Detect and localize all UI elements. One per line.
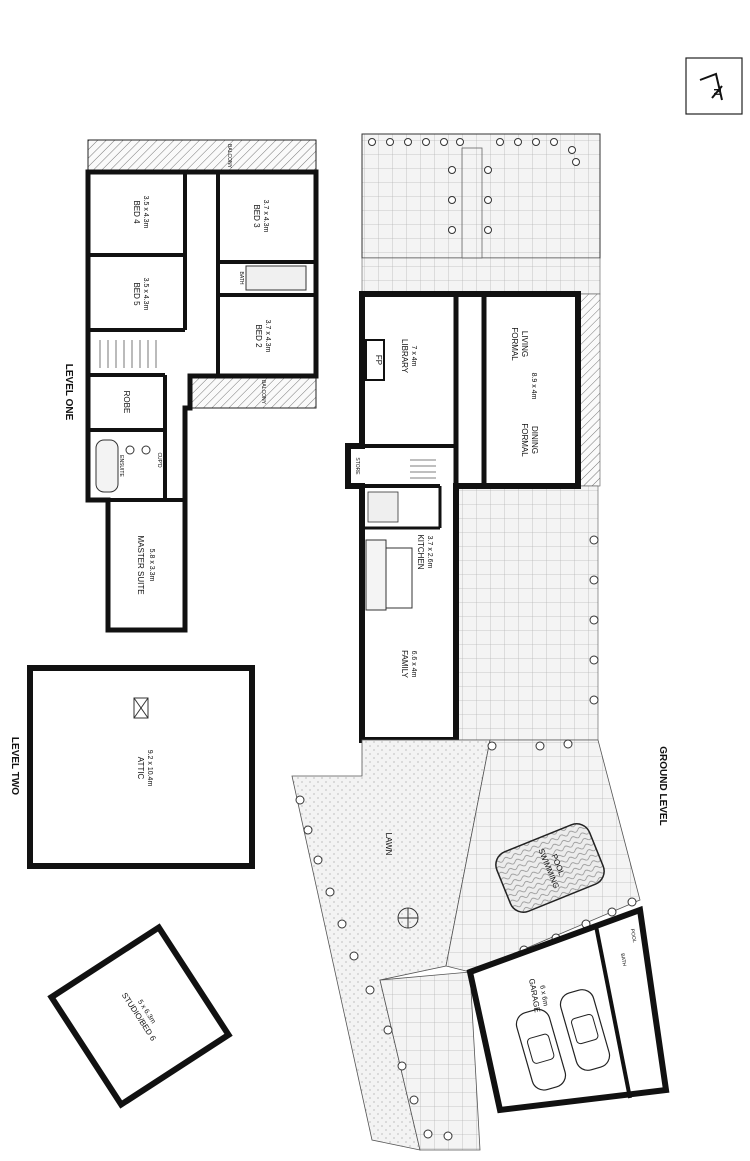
compass: N [685, 57, 743, 115]
level-one-plan: BED 4 3.5 x 4.3m BED 3 3.7 x 4.3m BED 5 … [63, 139, 319, 633]
car-icon [515, 1008, 567, 1091]
pool-small-label: POOL [629, 928, 637, 943]
compass-letter: N [711, 88, 722, 95]
garage-dims: 6 x 6m [538, 985, 549, 1007]
library-label: LIBRARY [400, 339, 409, 374]
store-label: STORE [354, 457, 360, 475]
lawn-label: LAWN [384, 833, 393, 856]
robe-label: ROBE [122, 391, 131, 414]
level-two-title: LEVEL TWO [9, 737, 20, 795]
bath-upper-label: BATH [238, 272, 244, 285]
ground-level-plan: STORE FP LIBRARY 7 x 4m FORMAL LIVING 8.… [291, 133, 670, 1151]
formal-dining-label-1: FORMAL [520, 423, 529, 457]
bed5-dims: 3.5 x 4.3m [142, 278, 149, 311]
master-dims: 5.8 x 3.3m [148, 549, 155, 582]
formal-dining-label-2: DINING [530, 426, 539, 454]
bath-ground-label: BATH [619, 953, 627, 967]
studio-plan: STUDIO/BED 6 5 x 6.3m [47, 923, 233, 1109]
level-two-plan: ATTIC 9.2 x 10.4m LEVEL TWO [9, 665, 255, 869]
tree-icon [397, 907, 419, 929]
library-dims: 7 x 4m [410, 345, 417, 366]
family-label: FAMILY [400, 650, 409, 679]
kitchen-dims: 3.7 x 2.6m [426, 536, 433, 569]
family-dims: 6.6 x 4m [410, 651, 417, 678]
car-icon [559, 989, 611, 1071]
formal-living-label-1: FORMAL [510, 327, 519, 361]
bed3-dims: 3.7 x 4.3m [262, 200, 269, 233]
formal-living-label-2: LIVING [520, 331, 529, 357]
master-label: MASTER SUITE [136, 535, 145, 594]
kitchen-label: KITCHEN [416, 534, 425, 569]
bed2-dims: 3.7 x 4.3m [264, 320, 271, 353]
fp-label: FP [374, 355, 383, 365]
level-one-title: LEVEL ONE [63, 364, 74, 421]
ensuite-label: ENSUITE [118, 455, 124, 477]
bed2-label: BED 2 [254, 324, 263, 348]
ground-level-title: GROUND LEVEL [657, 746, 668, 825]
cupd-label: CUP'D [156, 452, 162, 468]
balcony-top-label: BALCONY [226, 144, 232, 169]
attic-dims: 9.2 x 10.4m [146, 750, 153, 787]
bed5-label: BED 5 [132, 282, 141, 306]
north-arrow-icon: N [699, 72, 723, 101]
bed4-label: BED 4 [132, 200, 141, 224]
bed3-label: BED 3 [252, 204, 261, 228]
bed4-dims: 3.5 x 4.3m [142, 196, 149, 229]
balcony-bottom-label: BALCONY [260, 380, 266, 405]
formal-living-dims: 8.9 x 4m [530, 373, 537, 400]
attic-label: ATTIC [136, 757, 145, 780]
